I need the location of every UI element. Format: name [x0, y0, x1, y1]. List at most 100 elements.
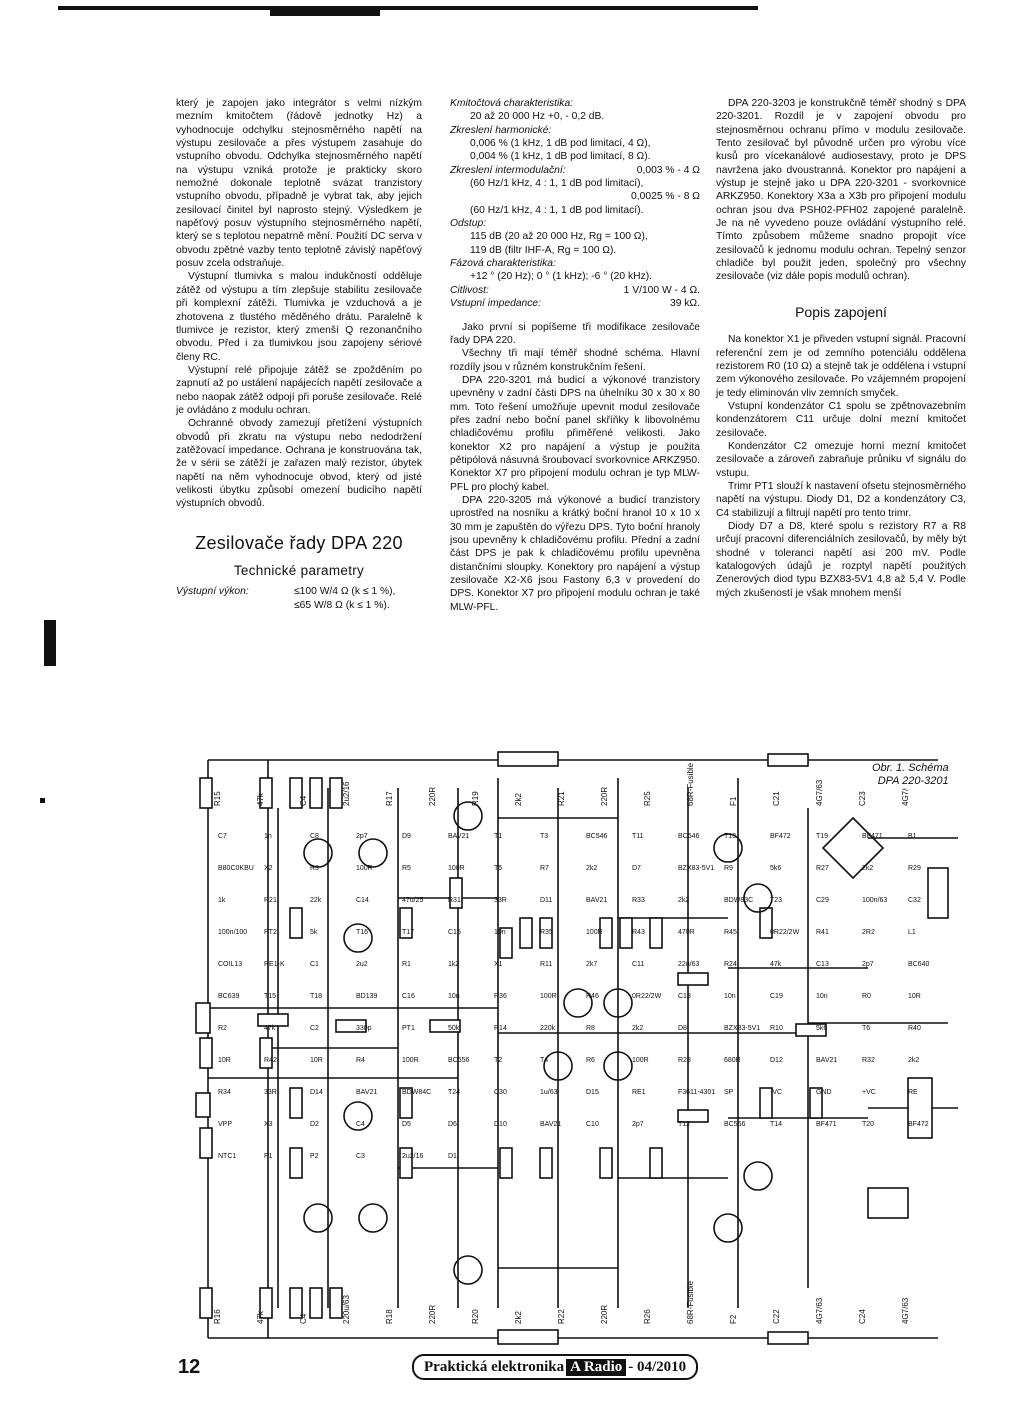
paragraph: DPA 220-3203 je konstrukčně téměř shodný…: [716, 98, 966, 283]
schematic-label: C7: [218, 833, 227, 840]
figure-caption-line: Obr. 1. Schéma: [872, 762, 949, 774]
schematic-label: 5k6: [770, 865, 781, 872]
schematic-label: 4G7/63: [815, 1297, 824, 1324]
schematic-label: R5: [402, 865, 411, 872]
schematic-label: R8: [586, 1025, 595, 1032]
schematic-label: 100R: [540, 993, 557, 1000]
schematic-label: R1: [402, 961, 411, 968]
paragraph: který je zapojen jako integrátor s velmi…: [176, 98, 422, 270]
schematic-label: T23: [770, 897, 782, 904]
spec-value: 39 kΩ.: [669, 298, 700, 310]
schematic-label: T4: [540, 1057, 548, 1064]
schematic-label: R21: [557, 791, 566, 806]
schematic-label: 4G7/63: [901, 1297, 910, 1324]
schematic-label: BF472: [908, 1121, 929, 1128]
schematic-label: D10: [494, 1121, 507, 1128]
left-margin-dot: [40, 798, 45, 803]
schematic-label: R2: [218, 1025, 227, 1032]
schematic-label: 2k7: [586, 961, 597, 968]
schematic-label: T12: [678, 1121, 690, 1128]
schematic-label: D2: [310, 1121, 319, 1128]
schematic-label: 5k: [310, 929, 318, 936]
schematic-label: T20: [862, 1121, 874, 1128]
schematic-label: 47k: [256, 792, 265, 806]
schematic-label: T1: [494, 833, 502, 840]
schematic-label: T19: [816, 833, 828, 840]
paragraph: Ochranné obvody zamezují přetížení výstu…: [176, 418, 422, 510]
schematic-label: T15: [264, 993, 276, 1000]
schematic-label: 33R: [264, 1089, 277, 1096]
schematic-label: L1: [908, 929, 916, 936]
schematic-label: GND: [816, 1089, 832, 1096]
schematic-label: C30: [494, 1089, 507, 1096]
schematic-label: R18: [385, 1309, 394, 1324]
spec-value: 0,004 % (1 kHz, 1 dB pod limitací, 8 Ω).: [470, 151, 651, 163]
subsection-title: Technické parametry: [233, 563, 365, 578]
schematic-label: 22u/63: [678, 961, 700, 968]
schematic-label: VPP: [218, 1121, 232, 1128]
schematic-label: -VC: [770, 1089, 782, 1096]
schematic-label: T14: [770, 1121, 782, 1128]
schematic-label: D1: [448, 1153, 457, 1160]
schematic-label: 220R: [428, 1305, 437, 1324]
schematic-label: BAV21: [586, 897, 607, 904]
schematic-label: SP: [724, 1089, 734, 1096]
schematic-label: BAV21: [448, 833, 469, 840]
schematic-label: 220R: [428, 787, 437, 806]
schematic-label: B1: [908, 833, 917, 840]
schematic-label: R32: [862, 1057, 875, 1064]
schematic-label: 100R: [448, 865, 465, 872]
schematic-label: P2: [310, 1153, 319, 1160]
schematic-label: D11: [540, 897, 552, 904]
schematic-label: R19: [471, 791, 480, 806]
schematic-label: 47k: [770, 961, 782, 968]
schematic-label: 100R: [402, 1057, 419, 1064]
schematic-label: T16: [356, 929, 368, 936]
paragraph: Jako první si popíšeme tři modifikace ze…: [450, 321, 700, 346]
schematic-label: R33: [632, 897, 645, 904]
schematic-label: 470R: [678, 929, 695, 936]
schematic-label: C13: [816, 961, 829, 968]
spec-label: Vstupní impedance:: [450, 298, 542, 310]
schematic-label: C24: [858, 1309, 867, 1324]
schematic-label: +VC: [862, 1089, 876, 1096]
top-border-mark: [270, 10, 380, 16]
schematic-label: R15: [213, 791, 222, 806]
schematic-label: R43: [632, 929, 645, 936]
schematic-label: T3: [540, 833, 548, 840]
paragraph: Trimr PT1 slouží k nastavení ofsetu stej…: [716, 480, 966, 519]
schematic-label: BDW83C: [724, 897, 753, 904]
paragraph: Diody D7 a D8, které spolu s rezistory R…: [716, 520, 966, 599]
output-power-row-2: ≤65 W/8 Ω (k ≤ 1 %).: [176, 599, 422, 612]
spec-value: 1 V/100 W - 4 Ω.: [623, 284, 700, 296]
schematic-label: C4: [299, 1313, 308, 1324]
spec-value: 0,006 % (1 kHz, 1 dB pod limitací, 4 Ω),: [470, 138, 651, 150]
spec-label: Fázová charakteristika:: [450, 258, 556, 270]
spec-value: 20 až 20 000 Hz +0, - 0,2 dB.: [470, 111, 605, 123]
schematic-label: BC546: [586, 833, 608, 840]
schematic-label: F1: [729, 796, 738, 806]
spec-row: Citlivost: 1 V/100 W - 4 Ω.: [450, 284, 700, 297]
schematic-label: 10R: [310, 1057, 323, 1064]
paragraph: Výstupní tlumivka s malou indukčností od…: [176, 271, 422, 363]
schematic-label: 68R-Fusible: [686, 762, 695, 806]
spec-value: (60 Hz/1 kHz, 4 : 1, 1 dB pod limitací),: [470, 178, 644, 190]
output-power-label: Výstupní výkon:: [176, 586, 249, 598]
schematic-label: BC639: [218, 993, 240, 1000]
schematic-label: D9: [402, 833, 411, 840]
schematic-label: 2u2/16: [342, 781, 351, 806]
schematic-label: 22k: [310, 897, 322, 904]
schematic-label: 2k2: [678, 897, 689, 904]
top-border-line: [58, 6, 758, 10]
schematic-label: T24: [448, 1089, 460, 1096]
schematic-label: R16: [213, 1309, 222, 1324]
schematic-label: X3: [264, 1121, 273, 1128]
paragraph: Všechny tři mají téměř shodné schéma. Hl…: [450, 348, 700, 373]
schematic-label: C14: [356, 897, 369, 904]
schematic-label: 10n: [448, 993, 460, 1000]
magazine-banner: Praktická elektronika A Radio - 04/2010: [412, 1354, 699, 1380]
schematic-label: RE1-K: [264, 961, 285, 968]
schematic-label: R7: [540, 865, 549, 872]
schematic-label: D8: [678, 1025, 687, 1032]
schematic-label: PT2: [264, 929, 277, 936]
